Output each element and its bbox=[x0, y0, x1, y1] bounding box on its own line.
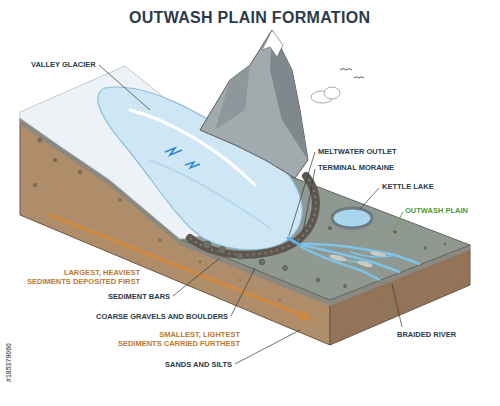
boulder bbox=[219, 247, 226, 254]
leader-line bbox=[303, 169, 315, 232]
part-label-holder: MELTWATER OUTLET bbox=[318, 147, 396, 156]
part-label: COARSE GRAVELS AND BOULDERS bbox=[96, 312, 228, 321]
leader-line bbox=[360, 188, 379, 209]
river-channel bbox=[300, 246, 380, 280]
leader-line bbox=[173, 258, 220, 296]
mountain bbox=[200, 30, 308, 178]
bird bbox=[340, 69, 352, 71]
pebble bbox=[424, 247, 426, 249]
pebble bbox=[444, 243, 446, 245]
moraine-texture bbox=[190, 176, 316, 255]
mountain-shadow bbox=[215, 65, 250, 130]
part-label-holder: KETTLE LAKE bbox=[382, 182, 434, 191]
diagram-title-holder: OUTWASH PLAIN FORMATION bbox=[129, 8, 370, 27]
glacier-flow-line bbox=[150, 160, 270, 228]
part-label-holder: TERMINAL MORAINE bbox=[318, 163, 394, 172]
cloud-puff bbox=[324, 87, 340, 99]
watermark-holder: #185379060 bbox=[4, 343, 13, 382]
part-label-holder: OUTWASH PLAIN bbox=[405, 206, 468, 215]
part-label: LARGEST, HEAVIEST SEDIMENTS DEPOSITED FI… bbox=[27, 268, 140, 286]
part-label: KETTLE LAKE bbox=[382, 182, 434, 191]
part-label-holder: LARGEST, HEAVIEST SEDIMENTS DEPOSITED FI… bbox=[27, 268, 140, 286]
arrow-head bbox=[299, 309, 312, 320]
boulder bbox=[283, 266, 288, 271]
boulder bbox=[259, 259, 265, 265]
plain-pointer bbox=[392, 212, 403, 232]
pebble bbox=[158, 238, 161, 241]
pebble bbox=[429, 279, 431, 281]
part-label: SANDS AND SILTS bbox=[165, 360, 232, 369]
pebble bbox=[78, 170, 82, 174]
part-label: BRAIDED RIVER bbox=[397, 330, 456, 339]
pebble bbox=[33, 183, 37, 187]
part-label: TERMINAL MORAINE bbox=[318, 163, 394, 172]
pebble bbox=[118, 198, 122, 202]
sediment-bar bbox=[357, 260, 374, 268]
terminal-moraine bbox=[190, 176, 316, 255]
leader-line bbox=[289, 152, 315, 236]
boulders bbox=[203, 226, 446, 287]
diagram-title: OUTWASH PLAIN FORMATION bbox=[129, 8, 370, 27]
sediment-bar bbox=[329, 253, 348, 262]
river-channel bbox=[302, 244, 420, 264]
leader-line bbox=[99, 65, 150, 110]
part-label-holder: BRAIDED RIVER bbox=[397, 330, 456, 339]
sediment-bar bbox=[370, 251, 386, 258]
meltwater-outlet bbox=[288, 238, 302, 246]
leader-line bbox=[235, 330, 300, 364]
bird bbox=[354, 77, 364, 78]
boulder bbox=[203, 241, 211, 249]
kettle-lake bbox=[332, 208, 372, 228]
watermark: #185379060 bbox=[4, 343, 13, 382]
pebble bbox=[316, 278, 320, 282]
cloud bbox=[311, 87, 340, 103]
pebble bbox=[379, 299, 381, 301]
leader-line bbox=[231, 268, 255, 316]
pebble bbox=[239, 279, 241, 281]
part-label-holder: COARSE GRAVELS AND BOULDERS bbox=[96, 312, 228, 321]
pebble bbox=[53, 158, 57, 162]
leader-line bbox=[392, 284, 402, 327]
part-label-holder: SMALLEST, LIGHTEST SEDIMENTS CARRIED FUR… bbox=[117, 330, 240, 348]
part-label-holder: VALLEY GLACIER bbox=[31, 60, 96, 69]
part-label: OUTWASH PLAIN bbox=[405, 206, 468, 215]
river-channel bbox=[301, 245, 400, 272]
snow-cap bbox=[262, 30, 283, 57]
part-label: MELTWATER OUTLET bbox=[318, 147, 396, 156]
pebble bbox=[328, 226, 331, 229]
boulder bbox=[237, 253, 243, 259]
part-label: SEDIMENT BARS bbox=[108, 292, 170, 301]
pebble bbox=[319, 319, 321, 321]
pebble bbox=[344, 285, 347, 288]
pebble bbox=[394, 231, 397, 234]
part-label: SMALLEST, LIGHTEST SEDIMENTS CARRIED FUR… bbox=[117, 330, 240, 348]
part-label-holder: SANDS AND SILTS bbox=[165, 360, 232, 369]
pebble bbox=[38, 138, 43, 143]
crevasse bbox=[185, 162, 200, 168]
pebble bbox=[279, 299, 281, 301]
pebble bbox=[199, 261, 202, 264]
part-label-holder: SEDIMENT BARS bbox=[108, 292, 170, 301]
part-label: VALLEY GLACIER bbox=[31, 60, 96, 69]
crevasse bbox=[165, 148, 182, 155]
